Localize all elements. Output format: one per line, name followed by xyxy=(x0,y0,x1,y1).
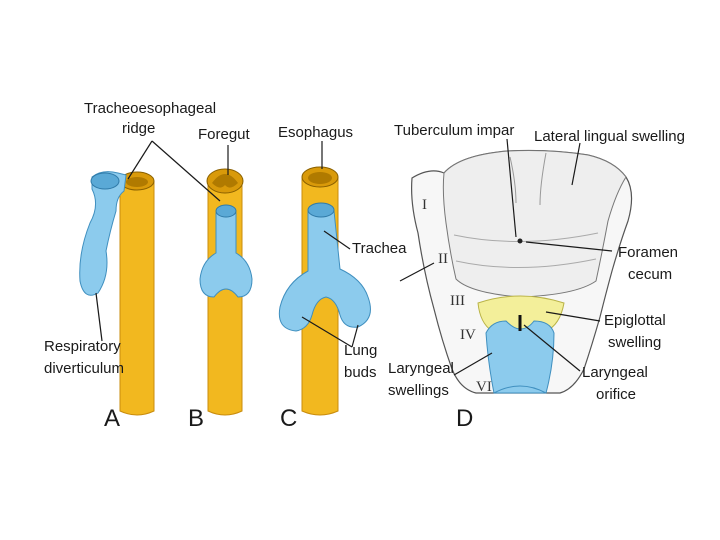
panel-letter-d: D xyxy=(456,405,473,430)
panel-c-lumen xyxy=(308,172,332,184)
label-laryngeal-swellings-line1: Laryngeal xyxy=(388,360,454,377)
label-respiratory-line1: Respiratory xyxy=(44,338,121,355)
panel-letter-a: A xyxy=(104,405,120,430)
panel-letter-c: C xyxy=(280,405,297,430)
arch-numeral-ii: II xyxy=(438,251,448,267)
panel-a-lumen xyxy=(126,177,148,187)
panel-d-laryngeal-swellings xyxy=(486,321,554,393)
panel-b-drawing xyxy=(200,169,252,415)
arch-numeral-i: I xyxy=(422,197,427,213)
leader-respiratory xyxy=(96,293,102,341)
panel-b-trachea-opening xyxy=(216,205,236,217)
label-tuberculum-impar: Tuberculum impar xyxy=(394,122,514,139)
panel-letters: A B C D xyxy=(104,405,473,430)
label-laryngeal-orifice-line1: Laryngeal xyxy=(582,364,648,381)
label-respiratory-line2: diverticulum xyxy=(44,360,124,377)
label-lateral-lingual-swelling: Lateral lingual swelling xyxy=(534,128,685,145)
label-foregut: Foregut xyxy=(198,126,251,143)
label-laryngeal-swellings-line2: swellings xyxy=(388,382,449,399)
label-lung-line2: buds xyxy=(344,364,377,381)
panel-a-foregut-tube xyxy=(120,181,154,415)
panel-a-respiratory-diverticulum xyxy=(80,172,126,296)
panel-d-foramen-cecum-dot xyxy=(518,239,523,244)
arch-numeral-iv: IV xyxy=(460,327,476,343)
arch-numeral-iii: III xyxy=(450,293,465,309)
label-trachea: Trachea xyxy=(352,240,407,257)
label-laryngeal-orifice-line2: orifice xyxy=(596,386,636,403)
arch-numeral-vi: VI xyxy=(476,379,492,395)
label-epiglottal-line1: Epiglottal xyxy=(604,312,666,329)
panel-d-drawing xyxy=(412,151,632,394)
label-foramen-line1: Foramen xyxy=(618,244,678,261)
panel-letter-b: B xyxy=(188,405,204,430)
embryology-figure: Tracheoesophageal ridge Foregut Esophagu… xyxy=(40,93,694,430)
label-foramen-line2: cecum xyxy=(628,266,672,283)
panel-c-trachea-opening xyxy=(308,203,334,217)
panel-a-diverticulum-opening xyxy=(91,173,119,189)
label-tracheoesophageal-line1: Tracheoesophageal xyxy=(84,100,216,117)
label-esophagus: Esophagus xyxy=(278,124,353,141)
leader-tracheoesophageal-b xyxy=(152,141,220,201)
label-lung-line1: Lung xyxy=(344,342,377,359)
panel-a-drawing xyxy=(80,172,154,415)
label-tracheoesophageal-line2: ridge xyxy=(122,120,155,137)
label-epiglottal-line2: swelling xyxy=(608,334,661,351)
